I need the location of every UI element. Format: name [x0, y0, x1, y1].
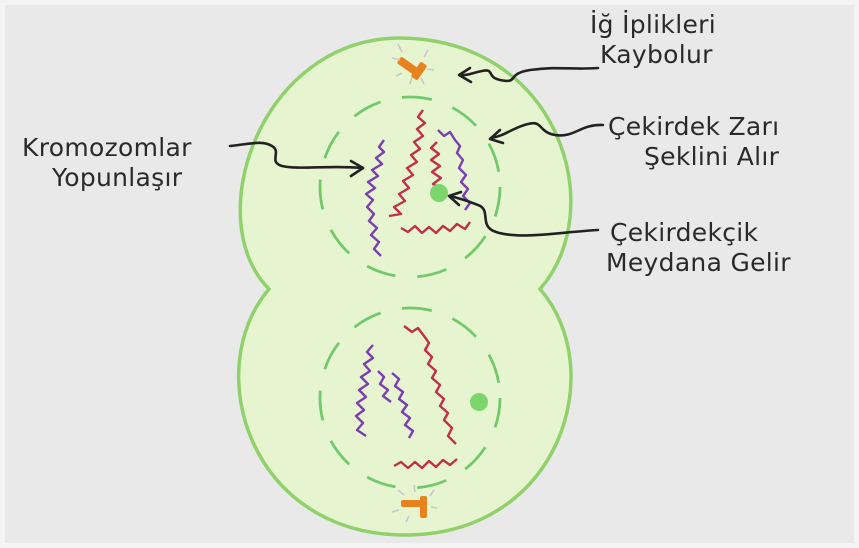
label-chromosomes-line2: Yopunlaşır	[22, 163, 192, 193]
label-nucleolus-line2: Meydana Gelir	[606, 248, 791, 278]
label-chromosomes: Kromozomlar Yopunlaşır	[22, 133, 192, 193]
label-nucleolus-line1: Çekirdekçik	[606, 218, 791, 248]
label-nucleolus: Çekirdekçik Meydana Gelir	[606, 218, 791, 278]
label-nuclear-envelope-line1: Çekirdek Zarı	[608, 112, 779, 142]
label-nuclear-envelope-line2: Şeklini Alır	[608, 142, 779, 172]
nucleolus-icon	[430, 184, 448, 202]
label-spindle-line1: İğ İplikleri	[590, 10, 716, 40]
nucleolus-icon-bottom	[470, 393, 488, 411]
label-spindle: İğ İplikleri Kaybolur	[590, 10, 716, 70]
label-spindle-line2: Kaybolur	[590, 40, 716, 70]
label-chromosomes-line1: Kromozomlar	[22, 133, 192, 163]
label-nuclear-envelope: Çekirdek Zarı Şeklini Alır	[608, 112, 779, 172]
cell-membrane	[239, 38, 571, 535]
